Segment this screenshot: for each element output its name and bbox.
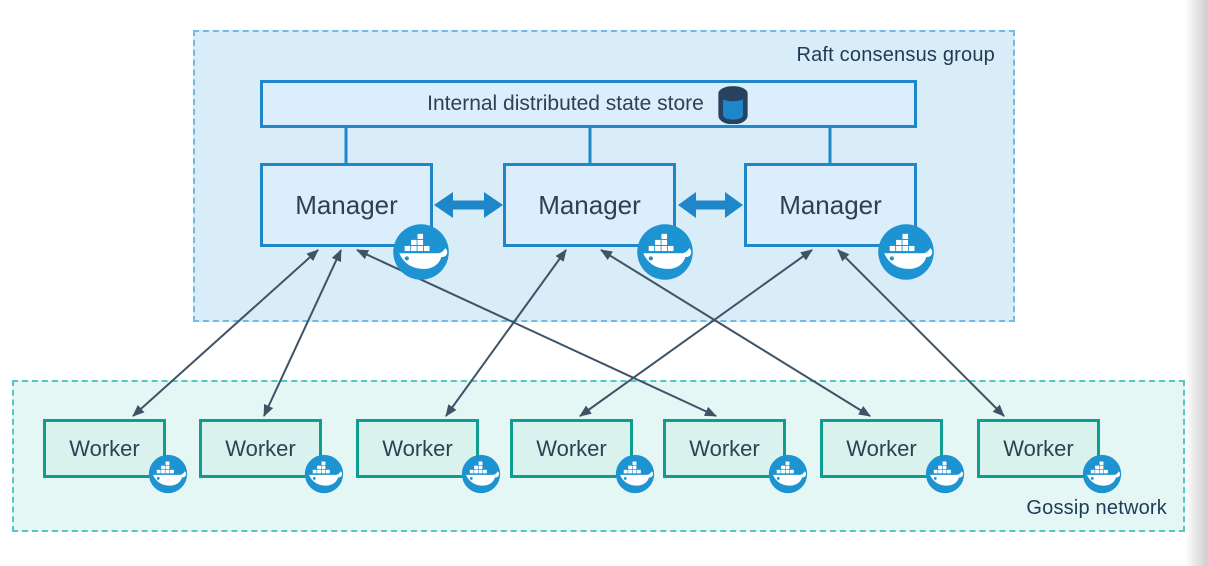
docker-whale-icon bbox=[1082, 454, 1122, 494]
docker-whale-icon bbox=[615, 454, 655, 494]
manager-node-2: Manager bbox=[503, 163, 676, 247]
worker-node-2: Worker bbox=[199, 419, 322, 478]
manager-label: Manager bbox=[538, 189, 641, 220]
worker-label: Worker bbox=[536, 435, 607, 461]
manager-label: Manager bbox=[295, 189, 398, 220]
docker-whale-icon bbox=[304, 454, 344, 494]
docker-whale-icon bbox=[877, 223, 935, 281]
state-store-box: Internal distributed state store bbox=[260, 80, 917, 128]
raft-group-label: Raft consensus group bbox=[796, 44, 995, 66]
worker-label: Worker bbox=[382, 435, 453, 461]
worker-node-5: Worker bbox=[663, 419, 786, 478]
worker-label: Worker bbox=[1003, 435, 1074, 461]
database-cylinder-icon bbox=[718, 86, 748, 124]
worker-node-3: Worker bbox=[356, 419, 479, 478]
worker-label: Worker bbox=[69, 435, 140, 461]
state-store-label: Internal distributed state store bbox=[427, 92, 704, 115]
docker-whale-icon bbox=[461, 454, 501, 494]
worker-node-4: Worker bbox=[510, 419, 633, 478]
worker-label: Worker bbox=[225, 435, 296, 461]
manager-label: Manager bbox=[779, 189, 882, 220]
docker-whale-icon bbox=[768, 454, 808, 494]
docker-whale-icon bbox=[392, 223, 450, 281]
worker-node-1: Worker bbox=[43, 419, 166, 478]
worker-node-7: Worker bbox=[977, 419, 1100, 478]
docker-whale-icon bbox=[148, 454, 188, 494]
worker-label: Worker bbox=[846, 435, 917, 461]
gossip-network-label: Gossip network bbox=[1026, 497, 1167, 519]
docker-whale-icon bbox=[636, 223, 694, 281]
worker-label: Worker bbox=[689, 435, 760, 461]
page-edge-shadow bbox=[1185, 0, 1207, 566]
worker-node-6: Worker bbox=[820, 419, 943, 478]
docker-whale-icon bbox=[925, 454, 965, 494]
